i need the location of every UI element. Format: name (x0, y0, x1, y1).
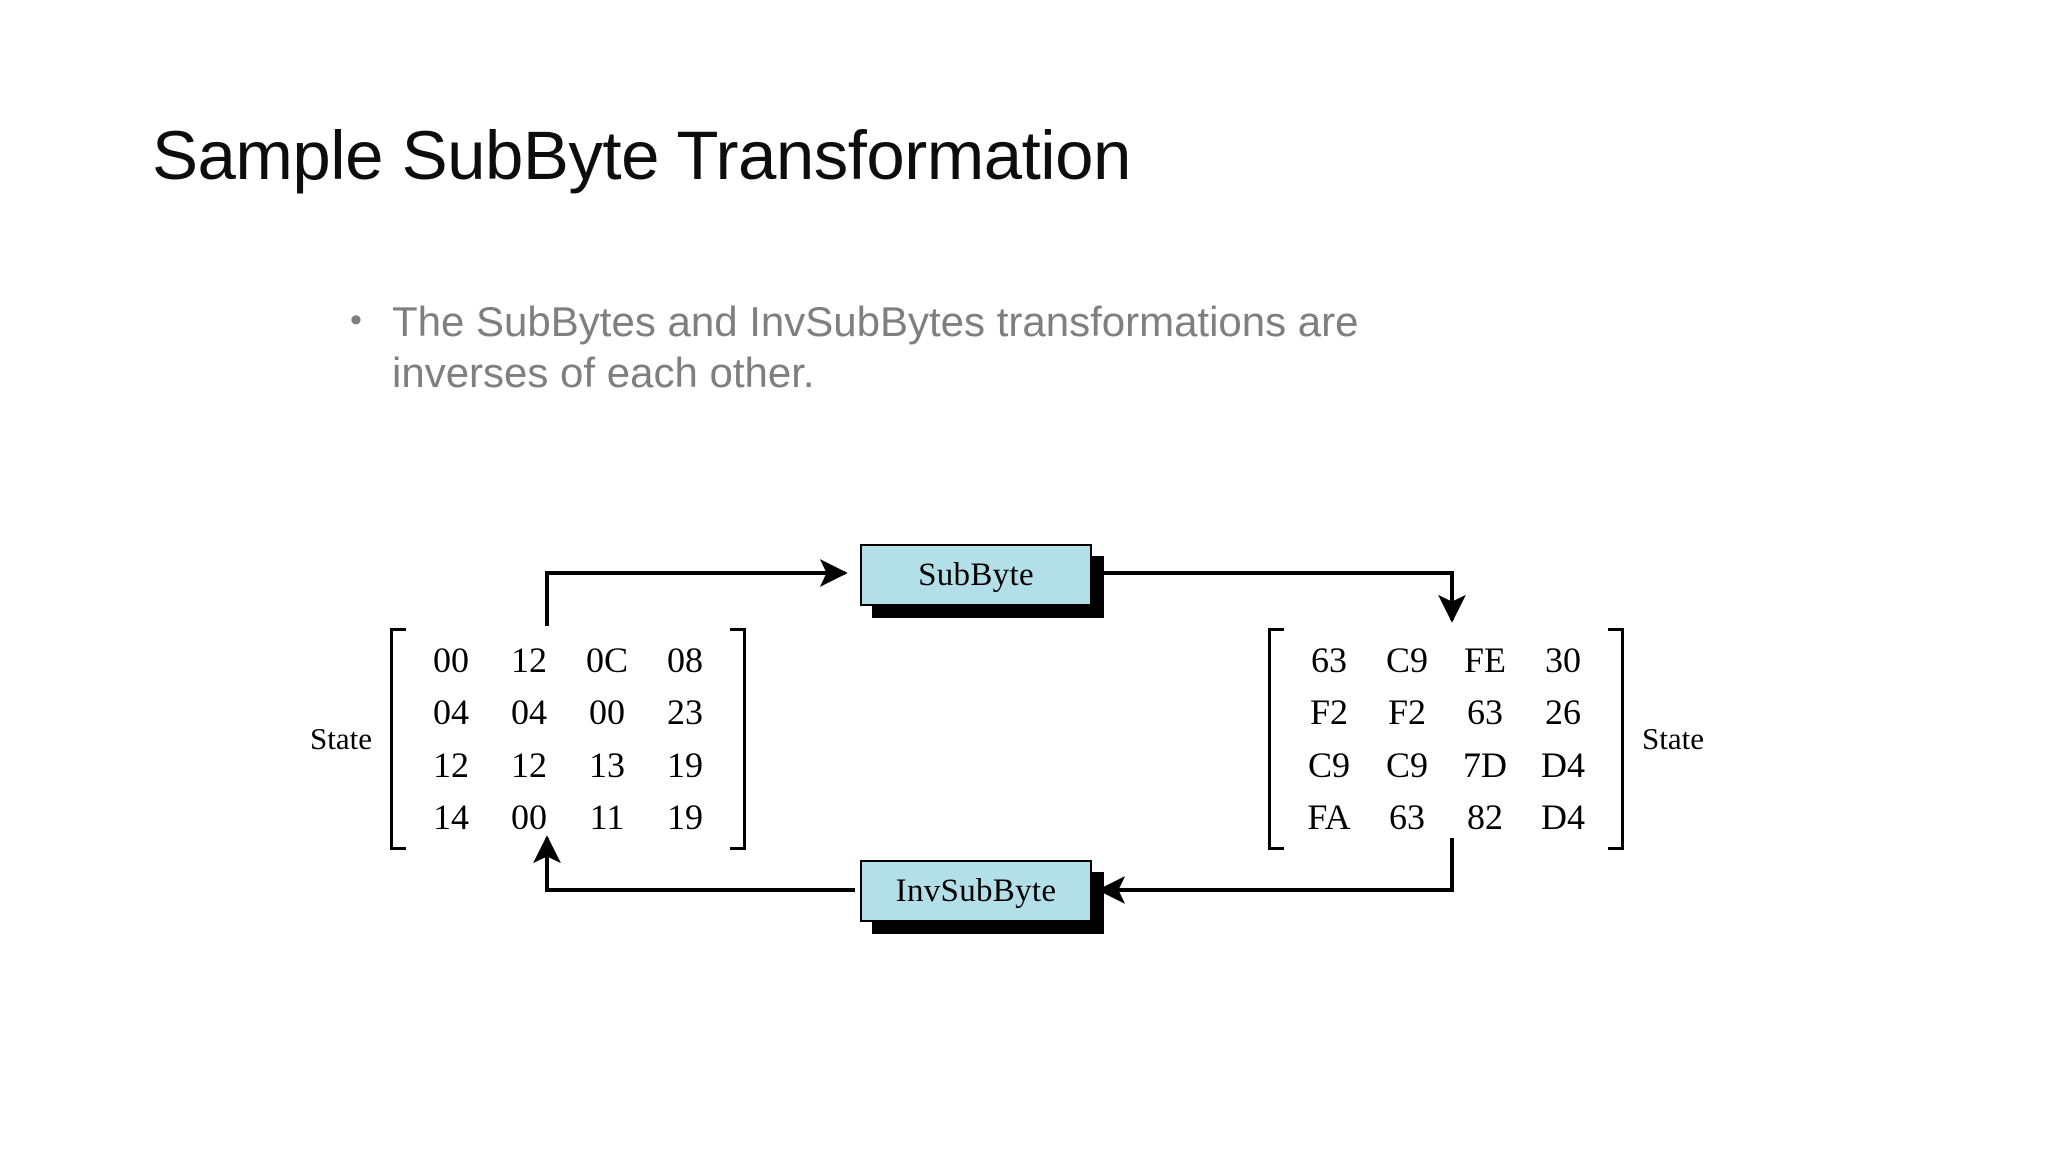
left-matrix-cell-1-0: 04 (433, 692, 469, 733)
left-matrix-cell-0-1: 12 (511, 640, 547, 680)
bullet-text: The SubBytes and InvSubBytes transformat… (392, 298, 1359, 397)
left-matrix-cell-0-2: 0C (585, 640, 628, 680)
left-matrix-cell-0-0: 00 (433, 640, 469, 680)
right-matrix-cell-2-0: C9 (1307, 744, 1350, 785)
right-state-label: State (1642, 720, 1704, 756)
right-matrix-cell-3-3: D4 (1541, 797, 1585, 838)
left-matrix-cell-1-2: 00 (589, 692, 625, 733)
bullet-list: • The SubBytes and InvSubBytes transform… (350, 296, 1360, 398)
left-matrix-grid: 00 12 0C 08 04 04 00 23 12 12 13 19 14 00 11 19 (406, 628, 730, 850)
matrix-bracket-left-open (390, 628, 406, 850)
right-matrix-cell-3-1: 63 (1389, 797, 1425, 838)
left-matrix-cell-2-3: 19 (667, 744, 703, 785)
right-matrix-cell-3-2: 82 (1467, 797, 1503, 838)
right-matrix-cell-0-2: FE (1463, 640, 1506, 680)
matrix-bracket-right-open (1268, 628, 1284, 850)
left-matrix-cell-1-3: 23 (667, 692, 703, 733)
invsubbyte-box[interactable]: InvSubByte (860, 860, 1092, 922)
arrow-state-to-subbyte (545, 559, 848, 626)
right-matrix-cell-1-2: 63 (1467, 692, 1503, 733)
right-matrix-cell-1-0: F2 (1309, 692, 1349, 733)
left-matrix-cell-2-0: 12 (433, 744, 469, 785)
right-matrix-cell-1-1: F2 (1387, 692, 1427, 733)
right-matrix-cell-2-2: 7D (1463, 744, 1507, 785)
subbyte-box[interactable]: SubByte (860, 544, 1092, 606)
left-state-group: State 00 12 0C 08 04 04 00 23 12 12 13 19 14 00 11 19 (310, 628, 746, 850)
matrix-bracket-left-close (730, 628, 746, 850)
bullet-marker-icon: • (350, 301, 362, 339)
right-matrix-cell-0-0: 63 (1311, 640, 1347, 680)
right-matrix-cell-1-3: 26 (1545, 692, 1581, 733)
left-matrix-cell-3-0: 14 (433, 797, 469, 838)
left-matrix-cell-0-3: 08 (667, 640, 703, 680)
page-title: Sample SubByte Transformation (152, 117, 1131, 194)
right-matrix-cell-2-3: D4 (1541, 744, 1585, 785)
left-matrix-cell-3-2: 11 (589, 797, 625, 838)
arrow-invsubbyte-to-state (533, 835, 855, 892)
left-matrix-cell-2-1: 12 (511, 744, 547, 785)
left-matrix-cell-3-1: 00 (511, 797, 547, 838)
arrow-subbyte-to-state (1093, 571, 1466, 623)
right-matrix-cell-2-1: C9 (1385, 744, 1428, 785)
arrow-state-to-invsubbyte (1097, 838, 1454, 904)
left-matrix-cell-3-3: 19 (667, 797, 703, 838)
left-matrix-cell-1-1: 04 (511, 692, 547, 733)
left-state-matrix: 00 12 0C 08 04 04 00 23 12 12 13 19 14 00 11 19 (390, 628, 746, 850)
left-matrix-cell-2-2: 13 (589, 744, 625, 785)
right-matrix-cell-0-3: 30 (1545, 640, 1581, 680)
matrix-bracket-right-close (1608, 628, 1624, 850)
left-state-label: State (310, 720, 372, 756)
right-matrix-cell-0-1: C9 (1385, 640, 1428, 680)
list-item: • The SubBytes and InvSubBytes transform… (350, 296, 1360, 398)
right-matrix-cell-3-0: FA (1307, 797, 1351, 838)
